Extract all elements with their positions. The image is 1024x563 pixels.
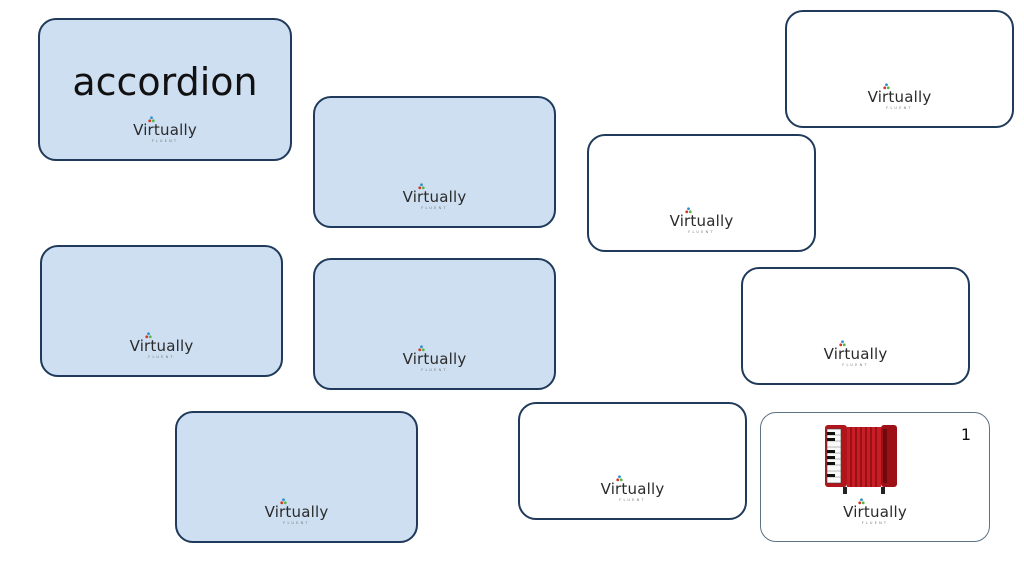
logo-sub: FLUENT — [619, 498, 646, 502]
logo-sub: FLUENT — [842, 363, 869, 367]
logo-dot-icon — [858, 498, 865, 505]
match-count: 1 — [960, 425, 971, 444]
logo-word: Virtually — [843, 503, 907, 521]
logo-word: Virtually — [600, 480, 665, 498]
logo-dot-icon — [838, 340, 846, 347]
picture-card-accordion[interactable]: 1 Virtually FLUENT — [760, 412, 990, 542]
face-down-card[interactable]: Virtually FLUENT — [175, 411, 418, 543]
accordion-icon — [825, 425, 897, 494]
virtually-fluent-logo: Virtually FLUENT — [129, 116, 201, 149]
face-down-card[interactable]: Virtually FLUENT — [313, 258, 556, 390]
virtually-fluent-logo: Virtually FLUENT — [864, 83, 936, 116]
card-word: accordion — [72, 60, 258, 104]
logo-word: Virtually — [669, 212, 734, 230]
logo-word: Virtually — [867, 88, 932, 106]
virtually-fluent-logo: Virtually FLUENT — [666, 207, 738, 240]
logo-word: Virtually — [133, 121, 197, 139]
virtually-fluent-logo: Virtually FLUENT — [399, 183, 471, 216]
logo-word: Virtually — [264, 503, 329, 521]
logo-sub: FLUENT — [688, 230, 715, 234]
logo-sub: FLUENT — [421, 206, 448, 210]
face-down-card[interactable]: Virtually FLUENT — [741, 267, 970, 385]
logo-sub: FLUENT — [283, 521, 310, 525]
logo-dot-icon — [882, 83, 890, 90]
logo-sub: FLUENT — [421, 368, 448, 372]
logo-word: Virtually — [402, 188, 467, 206]
logo-dot-icon — [615, 475, 623, 482]
logo-sub: FLUENT — [151, 139, 179, 143]
logo-dot-icon — [417, 183, 425, 190]
logo-sub: FLUENT — [861, 521, 889, 525]
virtually-fluent-logo: Virtually FLUENT — [261, 498, 333, 531]
virtually-fluent-logo: Virtually FLUENT — [399, 345, 471, 378]
word-card-accordion[interactable]: accordion Virtually FLUENT — [38, 18, 292, 161]
virtually-fluent-logo: Virtually FLUENT — [820, 340, 892, 373]
logo-sub: FLUENT — [886, 106, 913, 110]
virtually-fluent-logo: Virtually FLUENT — [839, 498, 911, 531]
logo-word: Virtually — [402, 350, 467, 368]
face-down-card[interactable]: Virtually FLUENT — [313, 96, 556, 228]
face-down-card[interactable]: Virtually FLUENT — [40, 245, 283, 377]
logo-dot-icon — [279, 498, 287, 505]
virtually-fluent-logo: Virtually FLUENT — [126, 332, 198, 365]
logo-sub: FLUENT — [148, 355, 175, 359]
face-down-card[interactable]: Virtually FLUENT — [587, 134, 816, 252]
logo-dot-icon — [684, 207, 692, 214]
face-down-card[interactable]: Virtually FLUENT — [518, 402, 747, 520]
logo-dot-icon — [417, 345, 425, 352]
logo-word: Virtually — [823, 345, 888, 363]
logo-dot-icon — [144, 332, 152, 339]
logo-word: Virtually — [129, 337, 194, 355]
virtually-fluent-logo: Virtually FLUENT — [597, 475, 669, 508]
face-down-card[interactable]: Virtually FLUENT — [785, 10, 1014, 128]
logo-dot-icon — [148, 116, 155, 123]
